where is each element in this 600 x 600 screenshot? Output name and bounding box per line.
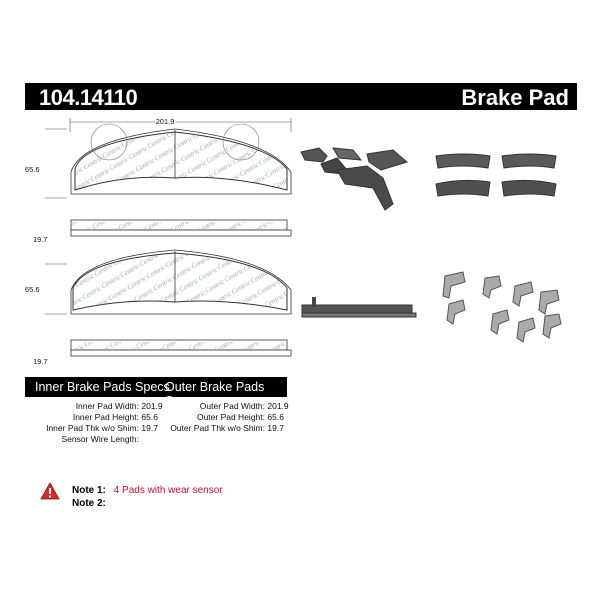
hardware-clips-photo (442, 271, 562, 343)
inner-spec-thickness: Inner Pad Thk w/o Shim: 19.7 (46, 423, 158, 433)
outer-specs-title: Outer Brake Pads Specs (165, 380, 265, 408)
note-1-text: 4 Pads with wear sensor (113, 485, 223, 496)
note-2: Note 2: (72, 498, 106, 509)
pad-technical-drawing: Centric 201.9 65.6 19.7 65.6 19.7 (25, 116, 292, 366)
outer-spec-thickness: Outer Pad Thk w/o Shim: 19.7 (170, 423, 284, 433)
pads-photo-flat (435, 153, 557, 197)
sensor-wire-length: Sensor Wire Length: (61, 434, 139, 444)
title-bar: 104.14110 Brake Pad (25, 83, 577, 110)
product-type: Brake Pad (461, 85, 569, 110)
pad-side-view-bottom (70, 339, 292, 357)
specs-table: Inner Brake Pads Specs Outer Brake Pads … (25, 377, 287, 408)
height-dimension-top: 65.6 (25, 165, 40, 174)
note-1: Note 1: 4 Pads with wear sensor (72, 485, 223, 496)
thickness-dimension-top: 19.7 (33, 235, 48, 244)
part-number: 104.14110 (39, 85, 138, 110)
inner-spec-height: Inner Pad Height: 65.6 (72, 412, 158, 422)
thickness-dimension-bottom: 19.7 (33, 357, 48, 366)
pads-photo-angled (300, 147, 409, 211)
specs-header: Inner Brake Pads Specs Outer Brake Pads … (25, 377, 287, 408)
width-dimension: 201.9 (156, 117, 175, 126)
outer-spec-width: Outer Pad Width: 201.9 (199, 401, 289, 411)
pad-face-top (70, 123, 292, 195)
inner-specs-title: Inner Brake Pads Specs (35, 380, 170, 394)
height-dimension-bottom: 65.6 (25, 285, 40, 294)
pad-face-bottom (70, 249, 292, 315)
inner-spec-width: Inner Pad Width: 201.9 (75, 401, 163, 411)
outer-spec-height: Outer Pad Height: 65.6 (196, 412, 284, 422)
warning-icon (40, 482, 60, 500)
pad-side-photo (301, 297, 417, 318)
pad-side-view-top (70, 219, 292, 237)
